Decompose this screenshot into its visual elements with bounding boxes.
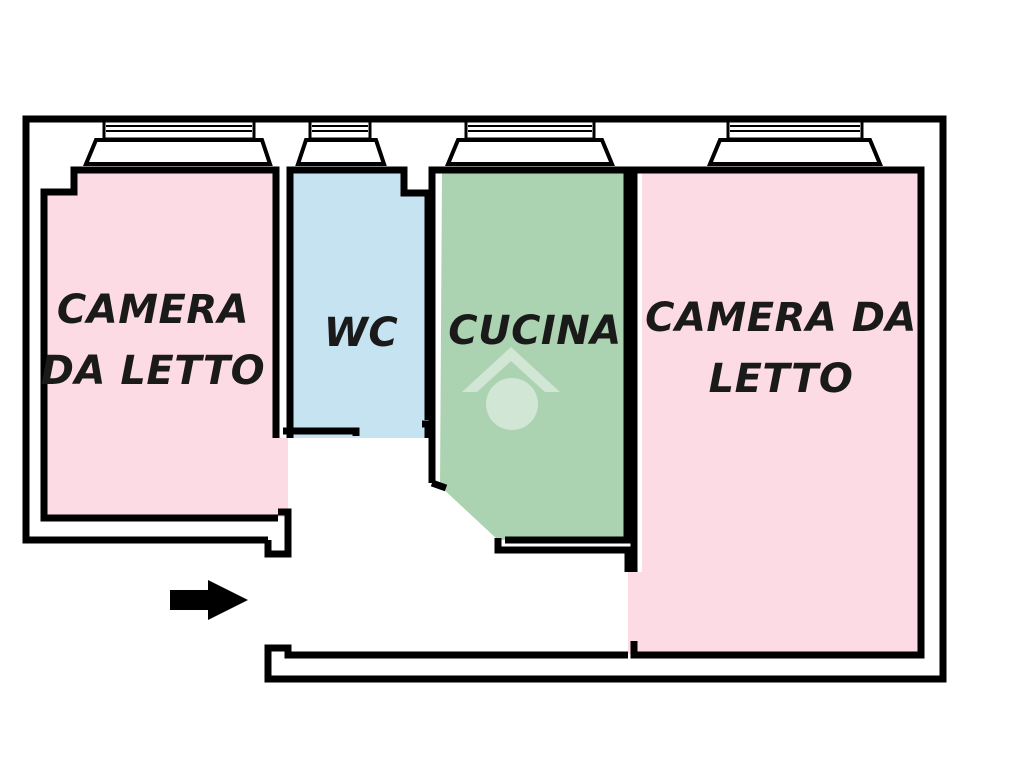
bedroom-right-wall: [630, 166, 925, 659]
window-wc: [295, 119, 387, 166]
room-bedroom-right-fill: [628, 170, 921, 654]
label-bedroom-right-line2: LETTO: [709, 356, 854, 402]
room-wc-fill: [290, 170, 428, 438]
home-logo-icon: [462, 347, 560, 430]
outer-wall: [22, 115, 947, 683]
wc-door-jamb-right: [422, 420, 432, 438]
kitchen-door-jamb-bottom: [494, 538, 632, 572]
window-kitchen: [445, 119, 615, 166]
label-bedroom-right-line1: CAMERA DA: [645, 295, 917, 341]
kitchen-door-jamb-top: [430, 479, 448, 492]
label-wc: WC: [324, 310, 398, 356]
wc-wall: [286, 166, 432, 438]
entrance-wall-stub: [264, 508, 292, 558]
label-bedroom-left-line2: DA LETTO: [41, 348, 265, 394]
kitchen-wall: [428, 166, 631, 544]
window-bedroom-right: [707, 119, 883, 166]
arrow-right-icon: [170, 580, 248, 620]
room-bedroom-left-fill: [44, 170, 288, 517]
label-bedroom-left-line1: CAMERA: [57, 287, 249, 333]
bedroom-left-wall: [40, 166, 280, 522]
window-bedroom-left: [83, 119, 273, 166]
wc-door-jamb-left: [283, 427, 360, 436]
label-kitchen: CUCINA: [448, 308, 622, 354]
room-kitchen-fill: [440, 170, 627, 540]
